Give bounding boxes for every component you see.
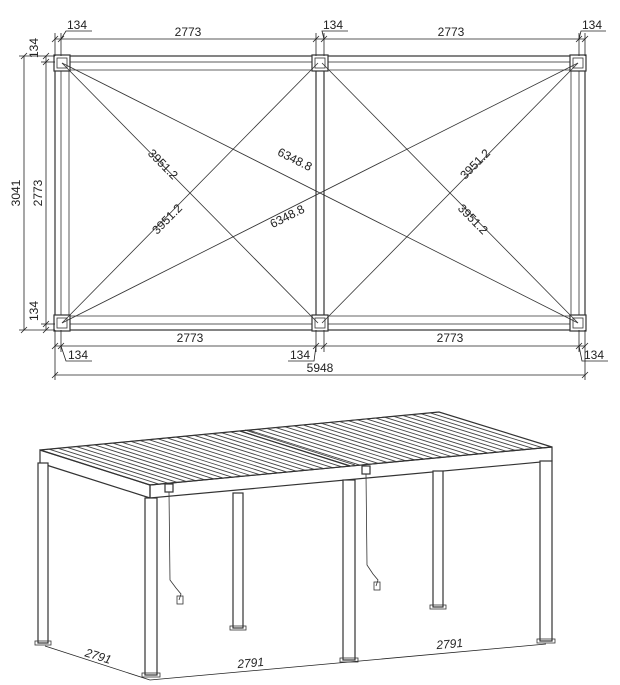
iso-front-line-1	[149, 661, 350, 681]
roof-slat	[103, 443, 215, 480]
roof-slat	[357, 419, 470, 456]
roof-slat	[302, 424, 416, 461]
label-diagonal-b: 3951.2	[149, 201, 185, 237]
iso-crank-right	[361, 465, 381, 591]
iso-view: 2791 2791 2791	[34, 411, 556, 681]
label-bottom-left-134: 134	[68, 348, 88, 362]
roof-slat	[76, 446, 187, 482]
label-top-span-1: 2773	[175, 25, 202, 39]
label-overall: 5948	[307, 361, 334, 375]
roof-slat	[402, 415, 516, 451]
roof-slat	[221, 432, 333, 469]
iso-post-front-right	[536, 460, 556, 644]
label-bottom-mid-134: 134	[290, 348, 310, 362]
roof-slat	[67, 446, 178, 483]
roof-slat	[248, 429, 361, 466]
label-left-span: 2773	[31, 179, 45, 206]
label-iso-front-1: 2791	[236, 655, 265, 671]
iso-post-front-left	[34, 462, 52, 646]
roof-slat	[339, 421, 452, 457]
iso-front-line-2	[348, 643, 547, 663]
roof-slat	[366, 418, 480, 455]
roof-slat	[411, 414, 525, 451]
roof-slat	[121, 441, 233, 478]
roof-slat	[48, 448, 160, 485]
label-left-top-134: 134	[27, 38, 41, 58]
roof-slat	[194, 434, 306, 471]
roof-slat	[429, 412, 543, 449]
label-top-right-134: 134	[582, 18, 602, 32]
plan-post-bottom-middle	[311, 314, 329, 332]
label-diagonal-c: 6348.8	[275, 145, 314, 174]
label-diagonal-e: 3951.2	[457, 146, 493, 182]
roof-slat	[330, 421, 443, 458]
plan-post-top-middle	[311, 54, 329, 72]
roof-slat	[157, 438, 269, 475]
label-diagonal-f: 3951.2	[455, 201, 491, 237]
roof-slat	[130, 440, 242, 477]
label-bottom-span-2: 2773	[437, 331, 464, 345]
roof-slat	[230, 431, 342, 468]
roof-slat	[85, 445, 196, 482]
roof-slat	[384, 416, 498, 453]
plan-left-dimensions: 3041 2773 134 134	[9, 38, 55, 334]
diagonal-left-b	[61, 62, 319, 324]
iso-roof-slats	[48, 412, 543, 485]
label-bottom-span-1: 2773	[177, 331, 204, 345]
diagonal-right-b	[321, 62, 579, 324]
roof-slat	[212, 433, 324, 470]
label-top-mid-134: 134	[323, 18, 343, 32]
roof-slat	[393, 415, 507, 452]
iso-post-front-corner	[141, 497, 161, 678]
roof-slat	[203, 434, 315, 470]
roof-slat	[184, 435, 297, 472]
label-iso-depth: 2791	[82, 645, 113, 666]
roof-slat	[266, 427, 379, 464]
iso-middle-beam	[239, 430, 351, 467]
roof-slat	[320, 422, 434, 459]
iso-crank-left	[164, 483, 184, 605]
iso-depth-line	[44, 645, 151, 681]
roof-slat	[311, 423, 425, 460]
label-diagonal-d: 6348.8	[268, 202, 307, 231]
roof-slat	[284, 426, 397, 463]
roof-slat	[293, 425, 406, 462]
label-top-span-2: 2773	[438, 25, 465, 39]
roof-slat	[275, 427, 388, 463]
label-left-bottom-134: 134	[27, 301, 41, 321]
roof-slat	[94, 444, 205, 481]
roof-slat	[58, 447, 169, 484]
roof-slat	[112, 442, 224, 479]
roof-slat	[375, 417, 489, 454]
roof-slat	[166, 437, 279, 474]
label-iso-front-2: 2791	[435, 636, 464, 652]
label-diagonal-a: 3951.2	[145, 146, 181, 182]
roof-slat	[175, 436, 288, 473]
label-bottom-right-134: 134	[584, 348, 604, 362]
iso-post-back-left	[229, 492, 247, 631]
iso-post-back-right	[429, 470, 447, 610]
roof-slat	[348, 420, 461, 457]
diagonal-long-b	[61, 62, 579, 324]
iso-post-front-middle	[339, 479, 359, 663]
roof-slat	[139, 440, 251, 476]
label-top-left-134: 134	[67, 18, 87, 32]
label-left-total: 3041	[9, 179, 23, 206]
plan-top-dimensions: 134 2773 134 2773 134	[51, 18, 606, 56]
roof-slat	[148, 439, 260, 476]
roof-slat	[420, 413, 534, 450]
plan-view: 3951.2 3951.2 6348.8 6348.8 3951.2 3951.…	[53, 54, 587, 332]
plan-bottom-dimensions: 2773 2773 134 134 134 5948	[51, 330, 608, 380]
roof-slat	[257, 428, 370, 465]
